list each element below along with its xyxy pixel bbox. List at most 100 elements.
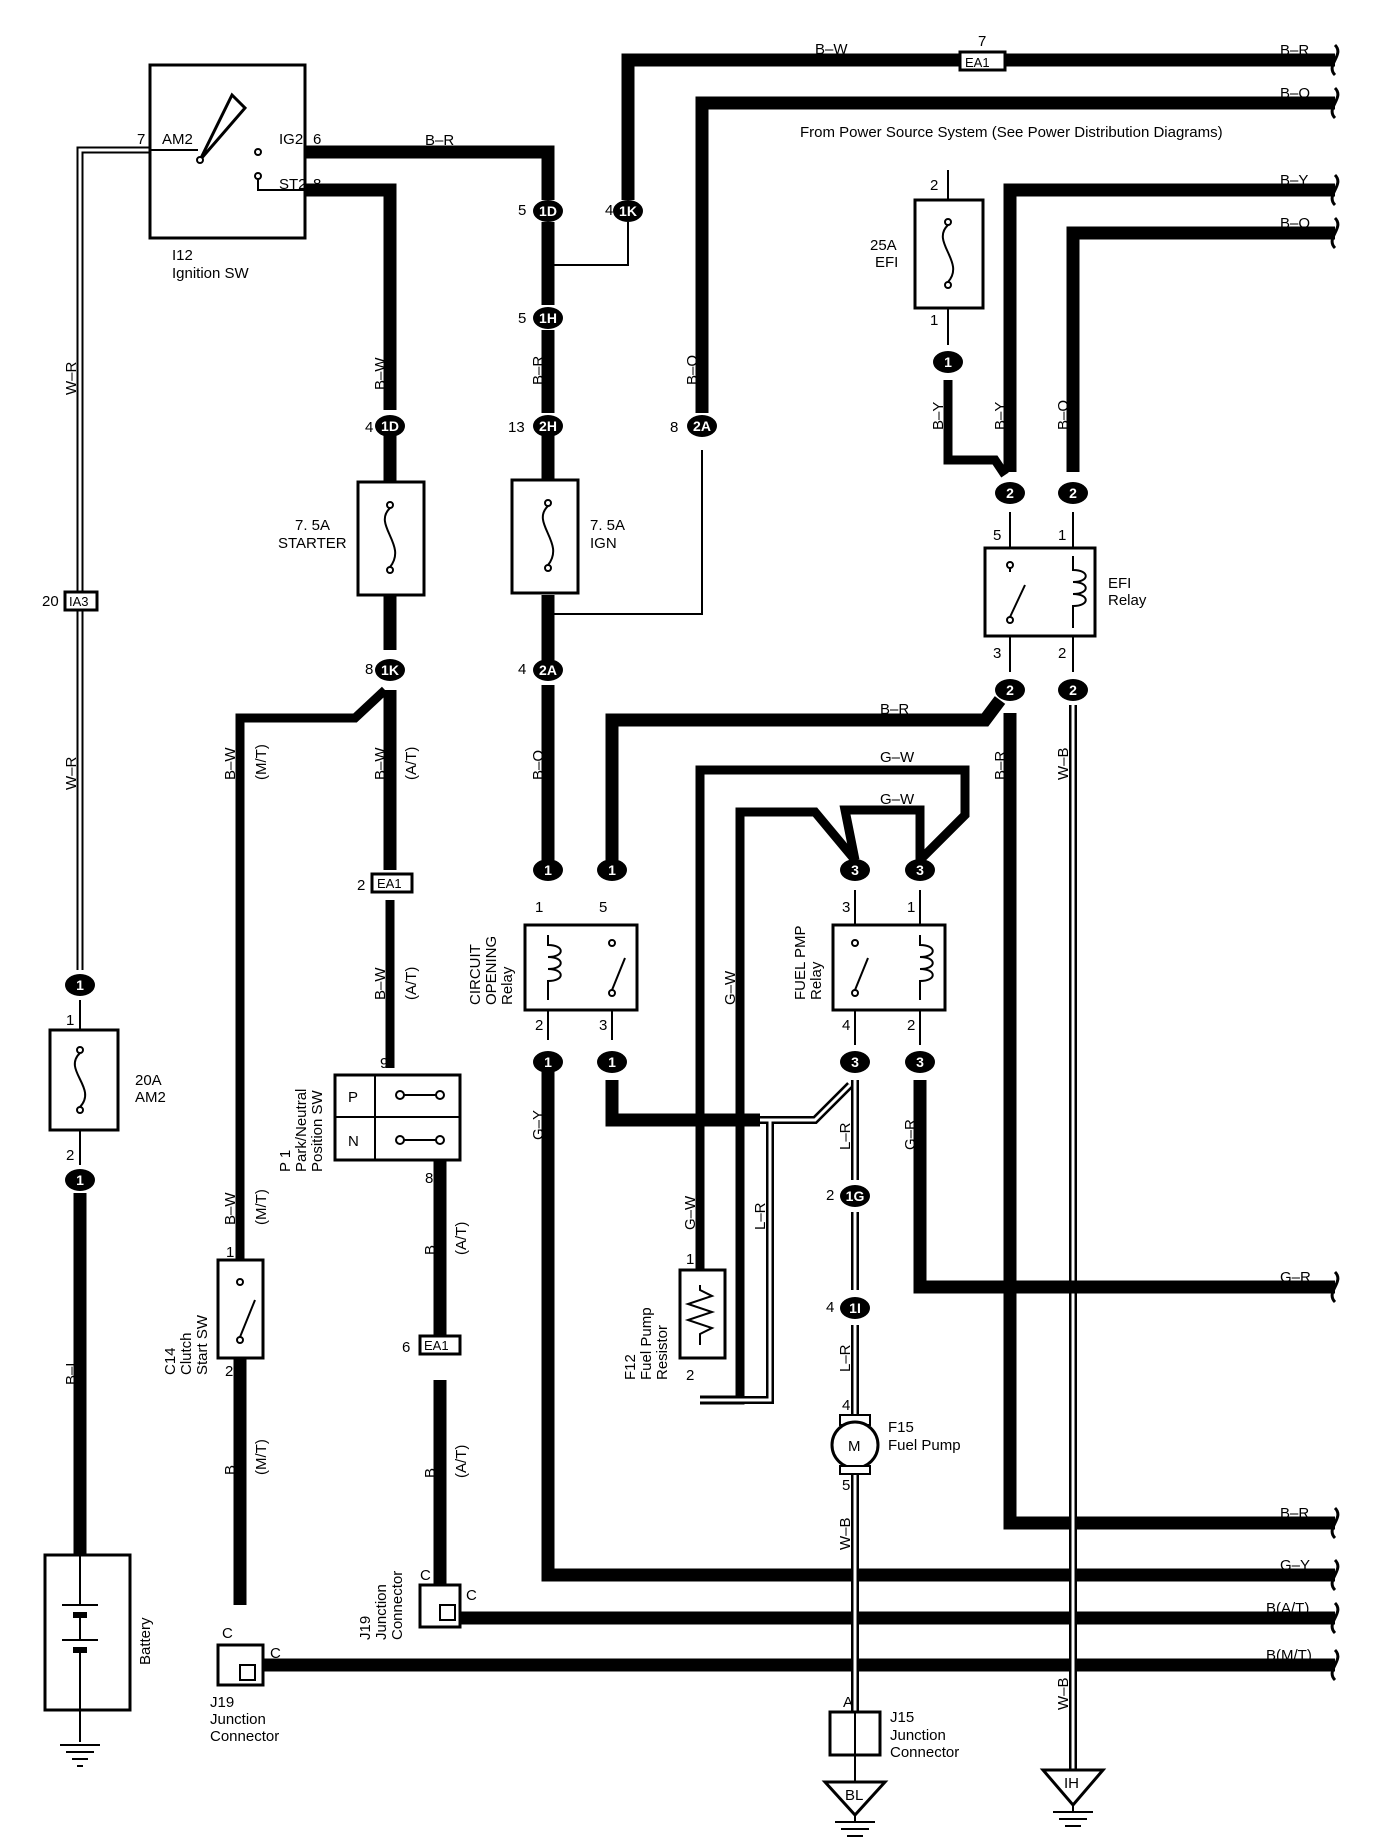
ea1-label-low: EA1 (424, 1338, 449, 1353)
fuel-pmp-relay (831, 923, 947, 1012)
ignition-sw-pin-8: 8 (313, 176, 321, 193)
connector-efi-2-in-b-label: 2 (1069, 485, 1077, 501)
ea1-label-mid: EA1 (377, 876, 402, 891)
connector-efi-2-out: 2 (995, 679, 1025, 701)
park-neutral-switch (333, 1073, 462, 1162)
ignition-switch (148, 63, 307, 240)
connector-am2-1-out: 1 (65, 1169, 95, 1191)
efi-relay-name2: Relay (1108, 592, 1147, 609)
wire-label-b-at-bus: B(A/T) (1266, 1600, 1309, 1617)
wire-label-g-w-1: G–W (880, 749, 915, 766)
pin-13-2h: 13 (508, 419, 525, 436)
ground-icon (60, 1744, 100, 1767)
connector-1h: 1H (533, 307, 563, 329)
wire-label-b-at-lower: B (422, 1468, 439, 1478)
wire-b-r-cor (605, 696, 1006, 860)
wire-label-b-o-right2: B–O (1280, 215, 1310, 232)
resistor-id: F12 (622, 1354, 639, 1380)
pin-4-1k: 4 (605, 202, 613, 219)
connector-fpr-3-in-b: 3 (905, 859, 935, 881)
connector-2h-label: 2H (539, 418, 557, 434)
clutch-sw-line1: Clutch (178, 1332, 195, 1375)
wire-label-b-r-cor: B–R (880, 701, 909, 718)
connector-cor-1-out-b: 1 (597, 1051, 627, 1073)
wire-w-r (76, 146, 150, 970)
wire-label-g-w-2: G–W (880, 791, 915, 808)
starter-fuse (356, 480, 426, 597)
wire-label-b-mt-bus: B(M/T) (1266, 1647, 1312, 1664)
j19-mid-id: J19 (357, 1616, 374, 1640)
pin-8-2a: 8 (670, 419, 678, 436)
wire-g-r (913, 1080, 1335, 1294)
j19-left-line2: Connector (210, 1728, 279, 1745)
wire-label-b-y-right: B–Y (1280, 172, 1308, 189)
j19-left-id: J19 (210, 1694, 234, 1711)
wire-label-w-b-lower: W–B (1055, 1677, 1072, 1710)
efi-relay-name: EFI (1108, 575, 1131, 592)
pn-switch-n: N (348, 1133, 359, 1150)
wire-label-b-r-mid: B–R (530, 356, 547, 385)
wire-label-l-r-3: L–R (837, 1344, 854, 1372)
efi-fuse (913, 198, 985, 310)
cor-line2: OPENING (483, 936, 500, 1005)
connector-2a-low-label: 2A (539, 662, 557, 678)
resistor-pin-2: 2 (686, 1367, 694, 1384)
connector-1i: 1I (840, 1297, 870, 1319)
ia3-label: IA3 (69, 594, 89, 609)
am2-fuse-name: AM2 (135, 1089, 166, 1106)
j15-pin-a: A (843, 1694, 853, 1711)
connector-1h-label: 1H (539, 310, 557, 326)
ignition-sw-am2-label: AM2 (162, 131, 193, 148)
clutch-sw-id: C14 (162, 1347, 179, 1375)
connector-am2-1-in: 1 (65, 974, 95, 996)
j19-mid-pin-c2: C (466, 1587, 477, 1604)
am2-pin-2: 2 (66, 1147, 74, 1164)
j19-left-line1: Junction (210, 1711, 266, 1728)
connector-1d-mid: 1D (375, 415, 405, 437)
connector-cor-1-in-label: 1 (544, 862, 552, 878)
pn-switch-id: P 1 (277, 1150, 294, 1172)
efi-fuse-pin-2: 2 (930, 177, 938, 194)
wire-label-b-o-2a: B–O (684, 355, 701, 385)
connector-fpr-3-in: 3 (840, 859, 870, 881)
connector-fpr-3-out-b: 3 (905, 1051, 935, 1073)
clutch-pin-1: 1 (226, 1244, 234, 1261)
pin-2-ea1: 2 (357, 877, 365, 894)
wire-b-w-top (621, 53, 960, 200)
j15-line2: Connector (890, 1744, 959, 1761)
battery-label: Battery (137, 1617, 154, 1665)
ea1-connector-low (418, 1334, 462, 1356)
fuel-pump-resistor (678, 1268, 727, 1360)
wire-label-at-4: (A/T) (453, 1445, 470, 1478)
wire-label-b-r-ig2: B–R (425, 132, 454, 149)
pin-4-2a: 4 (518, 661, 526, 678)
cor-pin-3-bottom: 3 (599, 1017, 607, 1034)
cor-pin-1-top: 1 (535, 899, 543, 916)
wire-b-y-top (1003, 183, 1335, 472)
wire-label-l-r-2: L–R (837, 1122, 854, 1150)
fuel-pump-symbol: M (848, 1438, 861, 1455)
connector-cor-1-in-b: 1 (597, 859, 627, 881)
wire-w-r-inner (78, 148, 150, 970)
cor-line3: Relay (499, 966, 516, 1005)
connector-1d-top: 1D (533, 200, 563, 222)
connector-cor-1-out-b-label: 1 (608, 1054, 616, 1070)
wire-b-o-top (695, 96, 1335, 413)
connector-cor-1-out-label: 1 (544, 1054, 552, 1070)
j19-mid-line1: Junction (373, 1584, 390, 1640)
wire-label-at-2: (A/T) (403, 967, 420, 1000)
connector-2h: 2H (533, 415, 563, 437)
pn-switch-p: P (348, 1089, 358, 1106)
j19-junction-connector-left (216, 1643, 265, 1687)
fpr-pin-1-top: 1 (907, 899, 915, 916)
connector-efi-1: 1 (933, 351, 963, 373)
connector-efi-2-in: 2 (995, 482, 1025, 504)
fuel-pump-name: Fuel Pump (888, 1437, 961, 1454)
connector-efi-2-out-b: 2 (1058, 679, 1088, 701)
connector-2a-top-label: 2A (693, 418, 711, 434)
wire-label-b-o-vert: B–O (1055, 400, 1072, 430)
wire-b-y-efi (943, 380, 1009, 478)
wire-label-w-r-upper: W–R (63, 362, 80, 396)
clutch-start-switch (216, 1258, 265, 1360)
wire-label-g-r-vert: G–R (902, 1119, 919, 1150)
